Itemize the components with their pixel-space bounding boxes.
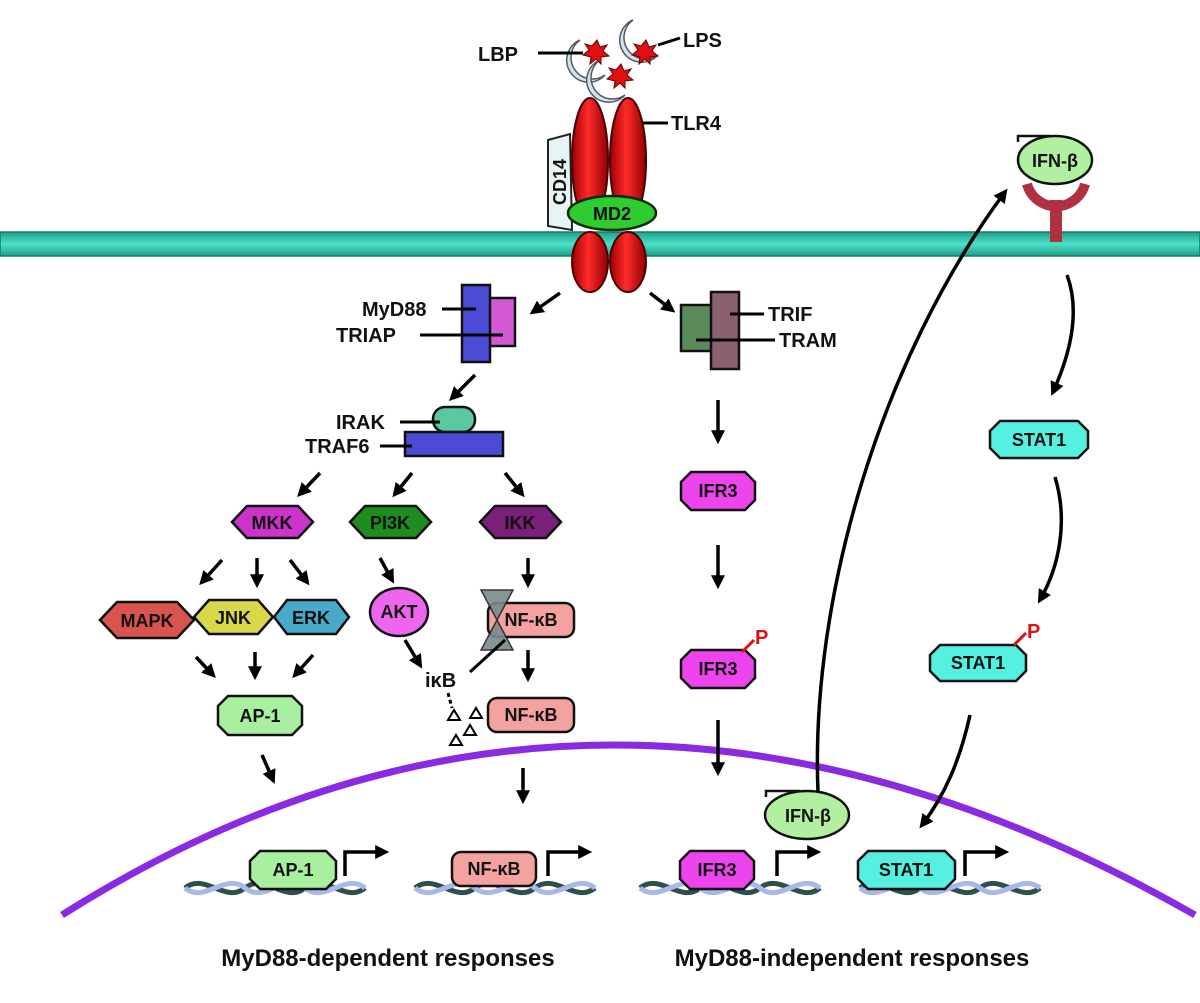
- footer-myd88-dependent: MyD88-dependent responses: [221, 945, 554, 972]
- ifnb-secreted-node: IFN-β: [763, 789, 851, 841]
- nfkb-nuclear-node: NF-κB: [450, 850, 538, 888]
- lbp-label: LBP: [478, 44, 518, 66]
- mkk-label: MKK: [252, 513, 293, 533]
- md2-label: MD2: [593, 204, 631, 224]
- ifr3-label: IFR3: [698, 481, 737, 501]
- nuclear-envelope: [60, 741, 1197, 919]
- ikb-inhibitor-icon: [479, 589, 515, 651]
- tram-protein: [709, 290, 741, 371]
- nfkb-active-label: NF-κB: [504, 705, 557, 725]
- mapk-node: MAPK: [98, 600, 196, 640]
- ikb-label: iκB: [425, 670, 456, 692]
- ifr3-phospho-node: IFR3: [679, 648, 757, 690]
- ifnb-bound-node: IFN-β: [1016, 134, 1094, 186]
- ap1-nuclear-label: AP-1: [272, 860, 313, 880]
- triap-label: TRIAP: [336, 325, 396, 347]
- lps-icon: [581, 39, 660, 90]
- irak-label: IRAK: [336, 412, 385, 434]
- ifnb-receptor: [1022, 182, 1090, 242]
- jnk-node: JNK: [192, 598, 275, 636]
- nfkb-nuclear-label: NF-κB: [467, 859, 520, 879]
- md2-protein: [566, 194, 658, 232]
- myd88-label: MyD88: [362, 299, 426, 321]
- signal-arrows: [194, 188, 1076, 829]
- myd88-protein: [460, 283, 492, 364]
- erk-label: ERK: [292, 608, 330, 628]
- ifr3-phospho-mark: P: [755, 627, 768, 649]
- tlr4-label: TLR4: [671, 113, 722, 135]
- cd14-protein: [547, 132, 574, 232]
- stat1-phospho-mark: P: [1027, 621, 1040, 643]
- mapk-label: MAPK: [121, 611, 174, 631]
- stat1-phospho-node: STAT1: [928, 643, 1028, 683]
- stat1-nuclear-node: STAT1: [856, 849, 957, 891]
- triap-protein: [486, 296, 517, 348]
- ifr3-phospho-bond: [740, 638, 756, 654]
- jnk-label: JNK: [215, 608, 251, 628]
- ap1-cyto-node: AP-1: [216, 694, 304, 737]
- nfkb-active-node: [486, 696, 576, 734]
- cd14-label: CD14: [550, 159, 570, 205]
- pi3k-label: PI3K: [370, 513, 410, 533]
- trif-protein: [679, 303, 715, 353]
- tram-label: TRAM: [779, 330, 837, 352]
- ap1-cyto-label: AP-1: [239, 706, 280, 726]
- stat1-phospho-label: STAT1: [951, 653, 1005, 673]
- nfkb-cyto-label: NF-κB: [504, 610, 557, 630]
- ifnb-secreted-label: IFN-β: [785, 806, 831, 826]
- irak-protein: [431, 405, 477, 434]
- ap1-nuclear-node: AP-1: [248, 849, 338, 891]
- akt-node: [368, 586, 430, 638]
- stat1-nuclear-label: STAT1: [879, 860, 933, 880]
- traf6-label: TRAF6: [305, 436, 369, 458]
- pi3k-node: PI3K: [348, 504, 433, 540]
- nfkb-cyto-node: [486, 601, 576, 639]
- ifr3-nuclear-node: IFR3: [678, 849, 756, 891]
- transcription-start-icons: [343, 845, 1010, 876]
- traf6-protein: [403, 430, 505, 458]
- ikk-label: IKK: [505, 513, 536, 533]
- stat1-label: STAT1: [1012, 430, 1066, 450]
- degraded-ikb-icon: [446, 706, 484, 746]
- trif-label: TRIF: [768, 304, 812, 326]
- akt-label: AKT: [381, 602, 418, 622]
- ifr3-phospho-label: IFR3: [698, 659, 737, 679]
- stat1-phospho-bond: [1012, 631, 1028, 647]
- lps-label: LPS: [683, 30, 722, 52]
- ifnb-bound-label: IFN-β: [1032, 151, 1078, 171]
- lbp-icon: [565, 19, 659, 103]
- ifr3-node: IFR3: [679, 470, 757, 512]
- ifr3-nuclear-label: IFR3: [697, 860, 736, 880]
- ikk-node: IKK: [478, 504, 563, 540]
- stat1-node: STAT1: [988, 419, 1090, 460]
- erk-node: ERK: [272, 598, 351, 636]
- mkk-node: MKK: [230, 504, 315, 540]
- footer-myd88-independent: MyD88-independent responses: [675, 945, 1030, 972]
